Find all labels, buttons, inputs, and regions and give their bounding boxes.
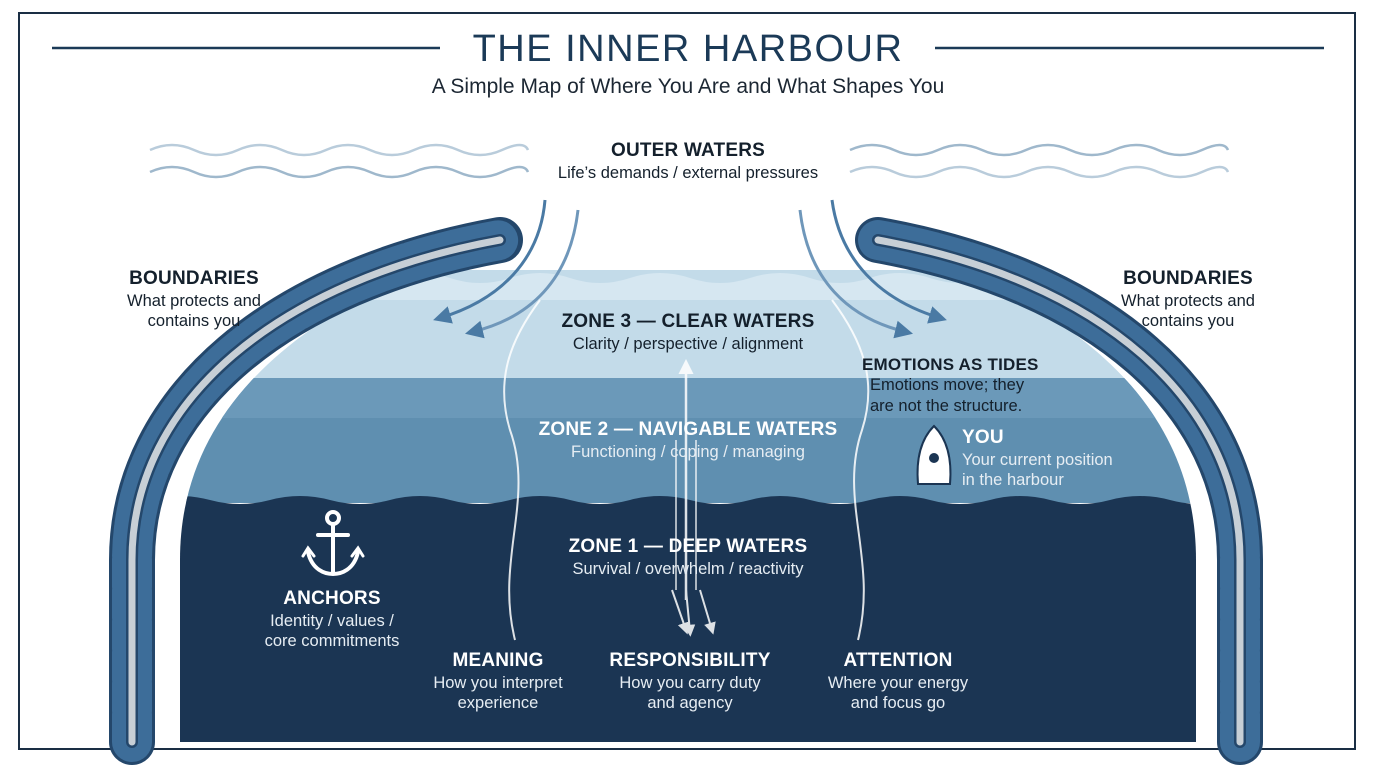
meaning-line2: experience bbox=[457, 694, 539, 713]
incoming-arrows bbox=[433, 199, 947, 339]
boundaries-left-title: BOUNDARIES bbox=[129, 268, 259, 289]
emotions-line1: Emotions move; they bbox=[870, 376, 1025, 395]
zone2-label: ZONE 2 — NAVIGABLE WATERS Functioning / … bbox=[468, 418, 908, 462]
meaning-line1: How you interpret bbox=[433, 673, 563, 692]
boundaries-left-line2: contains you bbox=[147, 312, 241, 331]
boundaries-right-title: BOUNDARIES bbox=[1123, 268, 1253, 289]
you-label: YOU Your current position in the harbour bbox=[962, 426, 1152, 491]
anchors-line2: core commitments bbox=[264, 632, 400, 651]
attention-title: ATTENTION bbox=[843, 650, 953, 671]
zone1-title: ZONE 1 — DEEP WATERS bbox=[568, 536, 808, 557]
boundaries-right-label: BOUNDARIES What protects and contains yo… bbox=[1088, 267, 1288, 332]
zone2-subtitle: Functioning / coping / managing bbox=[571, 442, 805, 461]
attention-line1: Where your energy bbox=[827, 673, 969, 692]
responsibility-label: RESPONSIBILITY How you carry duty and ag… bbox=[580, 649, 800, 714]
page-subtitle: A Simple Map of Where You Are and What S… bbox=[431, 75, 945, 98]
anchor-icon bbox=[301, 510, 365, 577]
zone3-subtitle: Clarity / perspective / alignment bbox=[572, 334, 804, 353]
zone1-subtitle: Survival / overwhelm / reactivity bbox=[572, 559, 804, 578]
outer-waters-label: OUTER WATERS Life’s demands / external p… bbox=[488, 139, 888, 183]
anchors-line1: Identity / values / bbox=[270, 611, 394, 630]
meaning-title: MEANING bbox=[452, 650, 544, 671]
right-harbour-wall bbox=[855, 217, 1263, 765]
left-harbour-wall bbox=[109, 217, 523, 765]
attention-label: ATTENTION Where your energy and focus go bbox=[798, 649, 998, 714]
boat-icon bbox=[916, 424, 952, 485]
boundaries-left-line1: What protects and bbox=[127, 291, 261, 310]
you-line2: in the harbour bbox=[962, 471, 1064, 490]
emotions-label: EMOTIONS AS TIDES Emotions move; they ar… bbox=[862, 354, 1062, 417]
outer-waters-subtitle: Life’s demands / external pressures bbox=[557, 163, 819, 182]
emotions-title: EMOTIONS AS TIDES bbox=[862, 355, 1039, 374]
page-title: THE INNER HARBOUR bbox=[472, 28, 904, 70]
outer-waters-title: OUTER WATERS bbox=[610, 140, 766, 161]
emotions-line2: are not the structure. bbox=[870, 396, 1023, 415]
boundaries-left-label: BOUNDARIES What protects and contains yo… bbox=[94, 267, 294, 332]
boundaries-right-line1: What protects and bbox=[1121, 291, 1255, 310]
anchors-label: ANCHORS Identity / values / core commitm… bbox=[232, 587, 432, 652]
flow-arrows bbox=[503, 299, 870, 641]
you-line1: Your current position bbox=[962, 450, 1113, 469]
zone3-title: ZONE 3 — CLEAR WATERS bbox=[561, 311, 815, 332]
zone3-label: ZONE 3 — CLEAR WATERS Clarity / perspect… bbox=[488, 310, 888, 354]
zone1-label: ZONE 1 — DEEP WATERS Survival / overwhel… bbox=[488, 535, 888, 579]
responsibility-title: RESPONSIBILITY bbox=[609, 650, 771, 671]
boundaries-right-line2: contains you bbox=[1141, 312, 1235, 331]
you-title: YOU bbox=[962, 427, 1004, 448]
responsibility-line1: How you carry duty bbox=[619, 673, 761, 692]
attention-line2: and focus go bbox=[850, 694, 946, 713]
outer-waves bbox=[149, 143, 1230, 179]
responsibility-line2: and agency bbox=[647, 694, 733, 713]
anchors-title: ANCHORS bbox=[283, 588, 381, 609]
meaning-label: MEANING How you interpret experience bbox=[398, 649, 598, 714]
zone2-title: ZONE 2 — NAVIGABLE WATERS bbox=[538, 419, 838, 440]
